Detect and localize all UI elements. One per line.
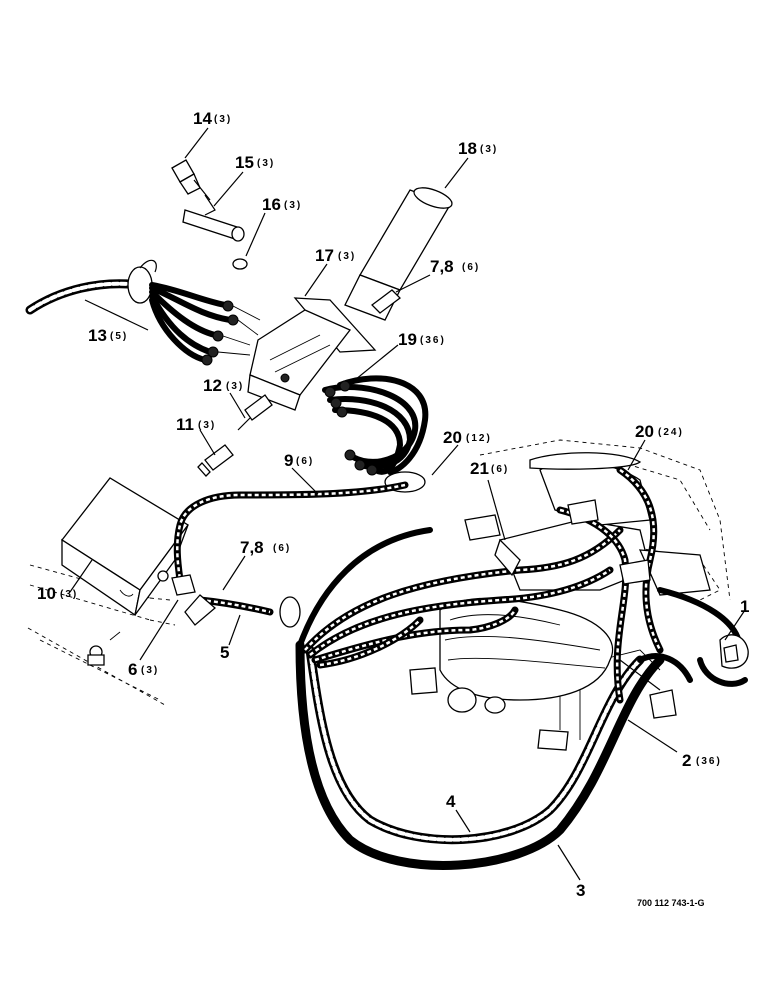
callout-12-num: 12 bbox=[203, 376, 222, 395]
callout-14-num: 14 bbox=[193, 109, 212, 128]
callout-9-num: 9 bbox=[284, 451, 293, 470]
hose-bundle-19 bbox=[322, 375, 429, 493]
callout-12-qty: (3) bbox=[226, 381, 244, 392]
callout-17-num: 17 bbox=[315, 246, 334, 265]
callout-7-8-lower-num: 7,8 bbox=[240, 538, 264, 557]
callout-6-num: 6 bbox=[128, 660, 137, 679]
callout-13-num: 13 bbox=[88, 326, 107, 345]
callout-11-num: 11 bbox=[176, 415, 194, 434]
hose-9 bbox=[171, 481, 409, 596]
callout-16-qty: (3) bbox=[284, 200, 302, 211]
hose-bundle-main bbox=[297, 466, 748, 704]
callout-21-qty: (6) bbox=[491, 464, 509, 475]
callout-2-num: 2 bbox=[682, 751, 691, 770]
callout-5-num: 5 bbox=[220, 643, 229, 662]
shield-box bbox=[61, 477, 189, 666]
callout-19-qty: (36) bbox=[420, 335, 446, 346]
callout-20b-qty: (24) bbox=[658, 427, 684, 438]
callout-10-qty: (3) bbox=[60, 589, 78, 600]
callout-18-qty: (3) bbox=[480, 144, 498, 155]
callout-2-qty: (36) bbox=[696, 756, 722, 767]
callout-3-num: 3 bbox=[576, 881, 585, 900]
callout-14-qty: (3) bbox=[214, 114, 232, 125]
callout-11-qty: (3) bbox=[198, 420, 216, 431]
hose-3 bbox=[295, 640, 665, 870]
callout-20b-num: 20 bbox=[635, 422, 654, 441]
callout-labels: 14 (3) 15 (3) 16 (3) 18 (3) 17 (3) 7,8 (… bbox=[37, 109, 749, 908]
callout-4-num: 4 bbox=[446, 792, 456, 811]
tie-strap-20 bbox=[529, 452, 642, 470]
callout-7-8-upper-num: 7,8 bbox=[430, 257, 454, 276]
hose-5 bbox=[184, 594, 301, 628]
callout-16-num: 16 bbox=[262, 195, 281, 214]
callout-10-num: 10 bbox=[37, 584, 56, 603]
distributor-assembly bbox=[171, 159, 453, 477]
leader-lines bbox=[69, 127, 746, 881]
document-id: 700 112 743-1-G bbox=[637, 898, 705, 908]
callout-1-num: 1 bbox=[740, 597, 749, 616]
hose-13 bbox=[25, 259, 261, 366]
callout-15-qty: (3) bbox=[257, 158, 275, 169]
lube-fittings-2 bbox=[409, 499, 749, 751]
callout-9-qty: (6) bbox=[296, 456, 314, 467]
callout-18-num: 18 bbox=[458, 139, 477, 158]
callout-15-num: 15 bbox=[235, 153, 254, 172]
callout-7-8-upper-qty: (6) bbox=[462, 262, 480, 273]
callout-19-num: 19 bbox=[398, 330, 417, 349]
callout-17-qty: (3) bbox=[338, 251, 356, 262]
callout-20a-qty: (12) bbox=[466, 433, 492, 444]
callout-6-qty: (3) bbox=[141, 665, 159, 676]
hose-4 bbox=[305, 645, 645, 845]
callout-21-num: 21 bbox=[470, 459, 489, 478]
callout-20a-num: 20 bbox=[443, 428, 462, 447]
callout-7-8-lower-qty: (6) bbox=[273, 543, 291, 554]
callout-13-qty: (5) bbox=[110, 331, 128, 342]
